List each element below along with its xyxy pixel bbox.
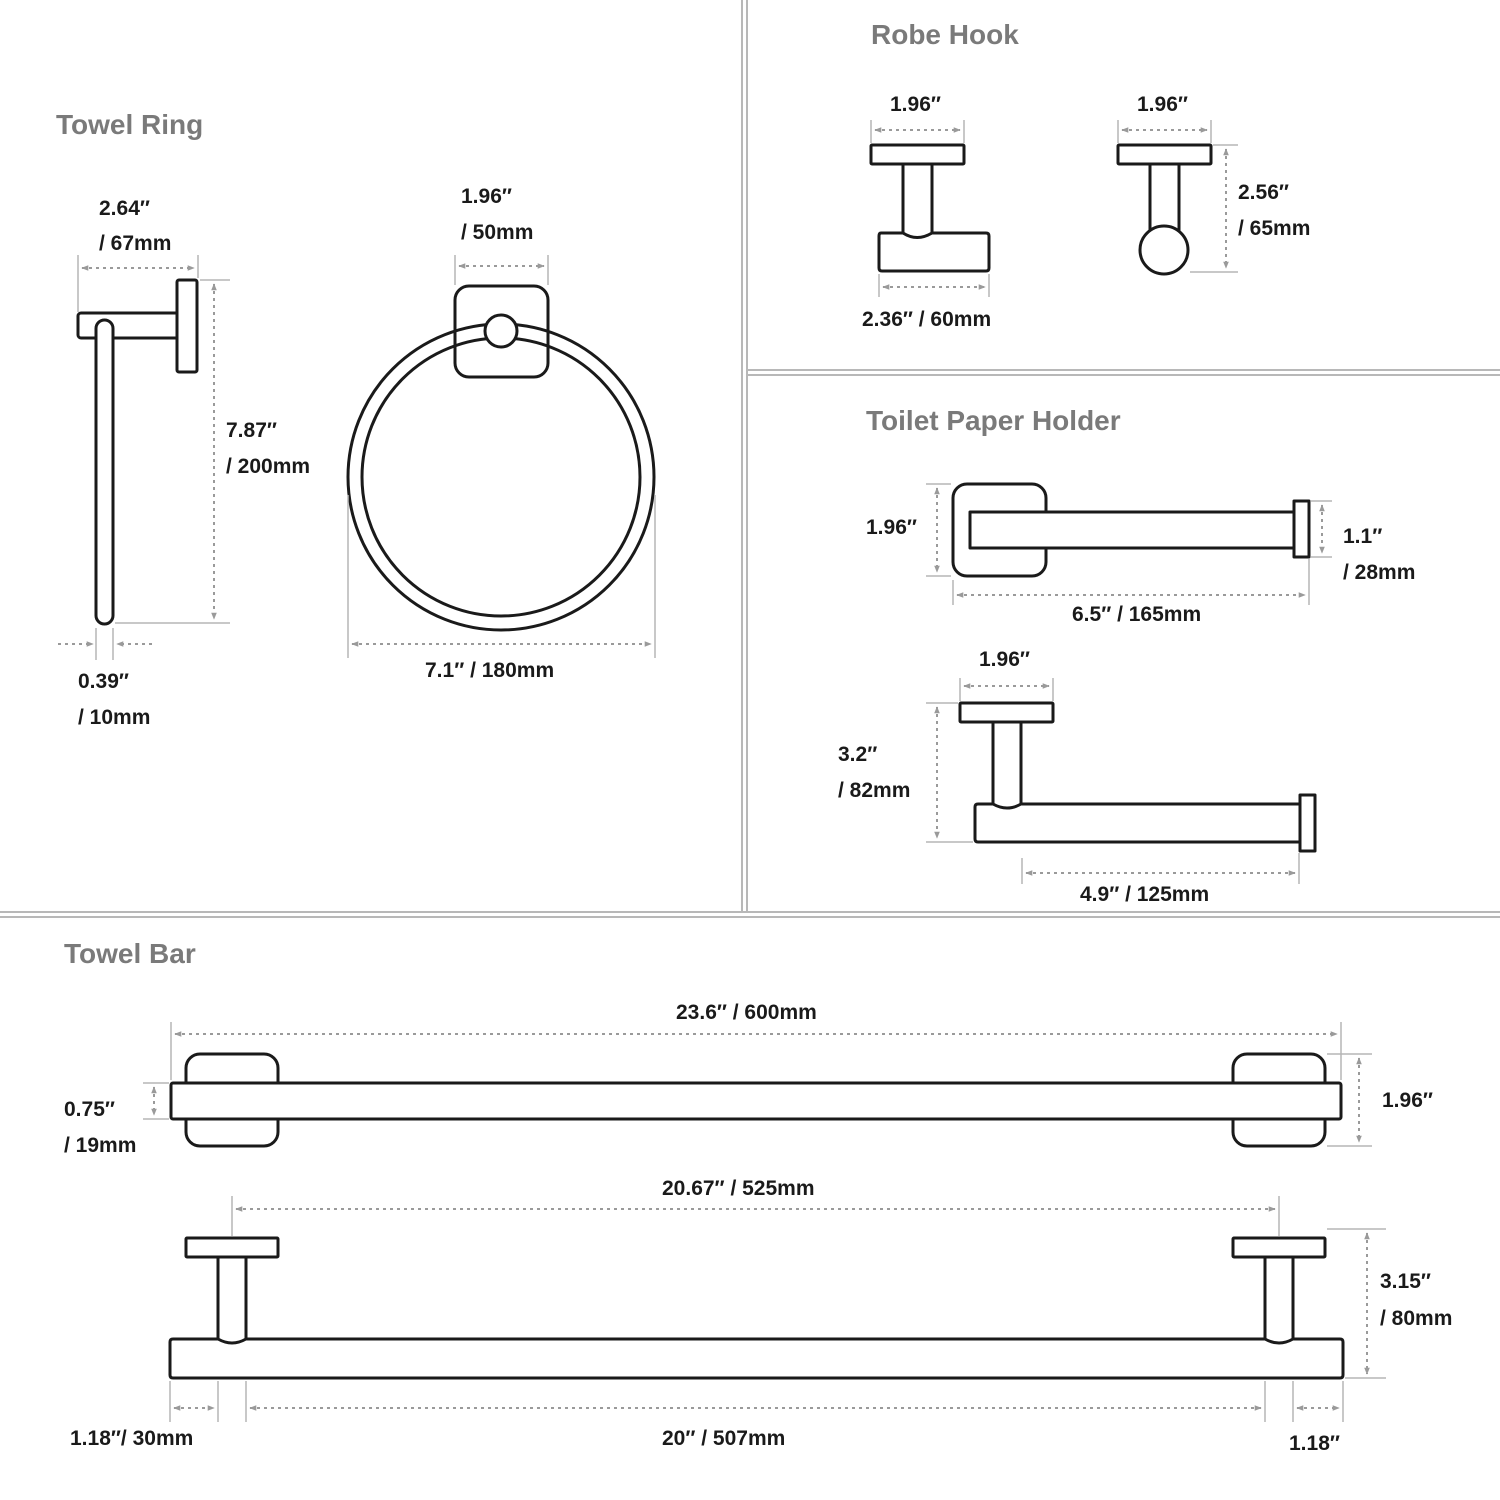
bar-depth-mm-label: / 80mm — [1380, 1307, 1452, 1330]
bar-right-top-plate — [1231, 1236, 1327, 1259]
ring-rod-inch-label: 0.39″ — [78, 670, 129, 693]
towel-bar-side-view — [168, 1236, 1345, 1380]
hook-side-height-mm-label: / 65mm — [1238, 217, 1310, 240]
holder-base-height-label: 1.96″ — [866, 516, 917, 539]
holder-end-cap — [1292, 499, 1311, 559]
towel-bar-front-dims: 23.6″ / 600mm 0.75″ / 19mm 1.96″ — [64, 1001, 1433, 1157]
bar-thickness-mm-label: / 19mm — [64, 1134, 136, 1157]
ring-height-inch-label: 7.87″ — [226, 419, 277, 442]
ring-base-mm-label: / 50mm — [461, 221, 533, 244]
holder-cap-inch-label: 1.1″ — [1343, 525, 1382, 548]
ring-height-mm-label: / 200mm — [226, 455, 310, 478]
holder-side-height-inch-label: 3.2″ — [838, 743, 877, 766]
bar-left-stem — [216, 1254, 248, 1346]
ring-base-inch-label: 1.96″ — [461, 185, 512, 208]
section-title-towel-ring: Towel Ring — [56, 109, 203, 140]
holder-side-height-mm-label: / 82mm — [838, 779, 910, 802]
ring-side-arm — [76, 311, 182, 340]
bar-thickness-inch-label: 0.75″ — [64, 1098, 115, 1121]
ring-width-label: 7.1″ / 180mm — [425, 659, 554, 682]
paper-holder-side-dims: 1.96″ 3.2″ / 82mm 4.9″ / 125mm — [838, 648, 1300, 906]
hook-front-base-label: 2.36″ / 60mm — [862, 308, 991, 331]
towel-bar-front-view — [169, 1052, 1343, 1148]
paper-holder-front-view — [951, 482, 1311, 578]
bar-end-right-label: 1.18″ — [1289, 1432, 1340, 1455]
holder-side-stem — [991, 718, 1023, 810]
hook-front-top-plate — [869, 143, 966, 166]
holder-side-length-label: 4.9″ / 125mm — [1080, 883, 1209, 906]
hook-side-height-inch-label: 2.56″ — [1238, 181, 1289, 204]
bar-depth-inch-label: 3.15″ — [1380, 1270, 1431, 1293]
robe-hook-side-dims: 1.96″ 2.56″ / 65mm — [1117, 93, 1310, 273]
holder-length-label: 6.5″ / 165mm — [1072, 603, 1201, 626]
robe-hook-front-view — [869, 143, 991, 273]
hook-side-ball — [1138, 224, 1190, 276]
section-title-toilet-paper-holder: Toilet Paper Holder — [866, 405, 1121, 436]
paper-holder-front-dims: 1.96″ 1.1″ / 28mm 6.5″ / 165mm — [866, 483, 1415, 626]
ring-depth-inch-label: 2.64″ — [99, 197, 150, 220]
bar-centers-label: 20.67″ / 525mm — [662, 1177, 815, 1200]
holder-side-arm — [973, 802, 1303, 844]
bar-rod-front — [169, 1081, 1343, 1121]
ring-side-base-plate — [175, 278, 199, 374]
towel-ring-front-dims: 1.96″ / 50mm 7.1″ / 180mm — [347, 185, 656, 682]
hook-front-base — [877, 231, 991, 273]
holder-side-top-plate — [958, 701, 1055, 724]
bar-right-stem — [1263, 1254, 1295, 1346]
holder-side-end-cap — [1298, 793, 1317, 853]
hook-side-top-plate — [1116, 143, 1213, 166]
section-title-towel-bar: Towel Bar — [64, 938, 196, 969]
bar-overall-label: 23.6″ / 600mm — [676, 1001, 817, 1024]
holder-side-base-label: 1.96″ — [979, 648, 1030, 671]
hook-front-width-label: 1.96″ — [890, 93, 941, 116]
section-title-robe-hook: Robe Hook — [871, 19, 1019, 50]
bar-inner-label: 20″ / 507mm — [662, 1427, 785, 1450]
bar-rod-side — [168, 1337, 1345, 1380]
ring-side-rod — [94, 318, 115, 626]
bar-base-height-label: 1.96″ — [1382, 1089, 1433, 1112]
paper-holder-side-view — [958, 701, 1317, 853]
towel-ring-front-view — [346, 284, 656, 632]
hook-front-stem — [901, 161, 934, 240]
towel-ring-dims: 2.64″ / 67mm 7.87″ / 200mm 0.39″ / 10mm — [58, 197, 310, 729]
bar-left-top-plate — [184, 1236, 280, 1259]
ring-inner — [360, 336, 642, 618]
bar-end-left-label: 1.18″/ 30mm — [70, 1427, 193, 1450]
towel-bar-side-dims: 20.67″ / 525mm 3.15″ / 80mm 1.18″/ 30mm … — [70, 1177, 1452, 1455]
holder-arm — [968, 510, 1298, 550]
towel-ring-side-view — [76, 278, 199, 626]
hook-side-width-label: 1.96″ — [1137, 93, 1188, 116]
ring-depth-mm-label: / 67mm — [99, 232, 171, 255]
holder-cap-mm-label: / 28mm — [1343, 561, 1415, 584]
robe-hook-front-dims: 1.96″ 2.36″ / 60mm — [862, 93, 991, 331]
robe-hook-side-view — [1116, 143, 1213, 276]
ring-rod-mm-label: / 10mm — [78, 706, 150, 729]
panel-dividers — [0, 0, 1500, 918]
ring-front-knob — [483, 313, 519, 349]
